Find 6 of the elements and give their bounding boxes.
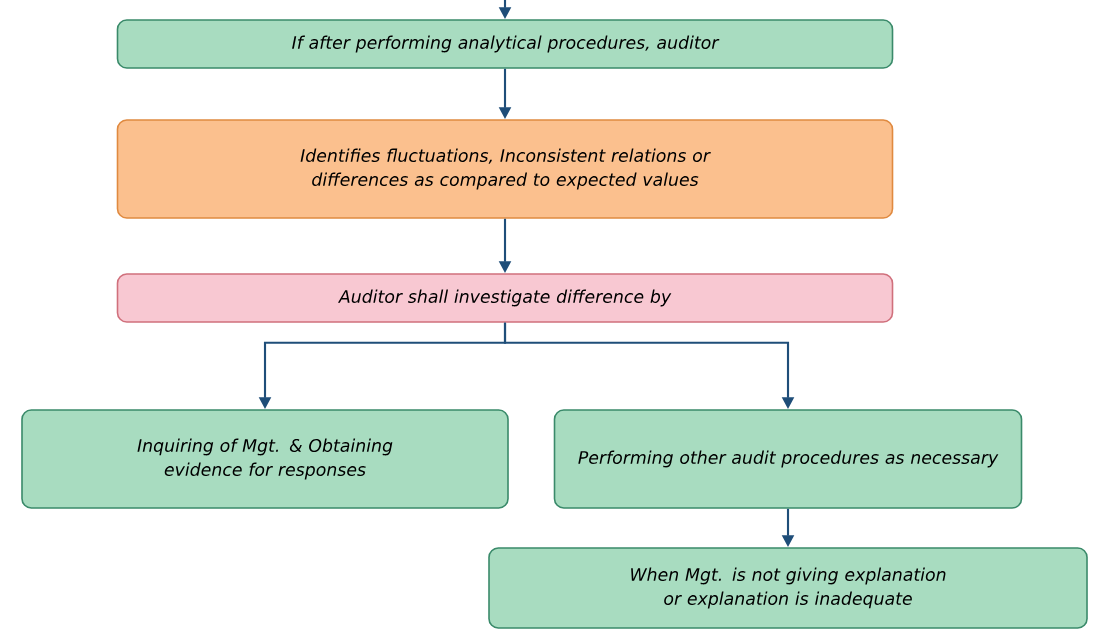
process-box: When Mgt. is not giving explanation or explanation is inadequate — [488, 547, 1088, 629]
process-box: Identifies fluctuations, Inconsistent relations or differences as compared to expected values — [116, 119, 894, 219]
process-box: Inquiring of Mgt. & Obtaining evidence for responses — [21, 409, 509, 509]
process-box: If after performing analytical procedures, auditor — [116, 19, 894, 69]
process-box: Auditor shall investigate difference by — [116, 273, 894, 323]
process-box: Performing other audit procedures as necessary — [553, 409, 1023, 509]
